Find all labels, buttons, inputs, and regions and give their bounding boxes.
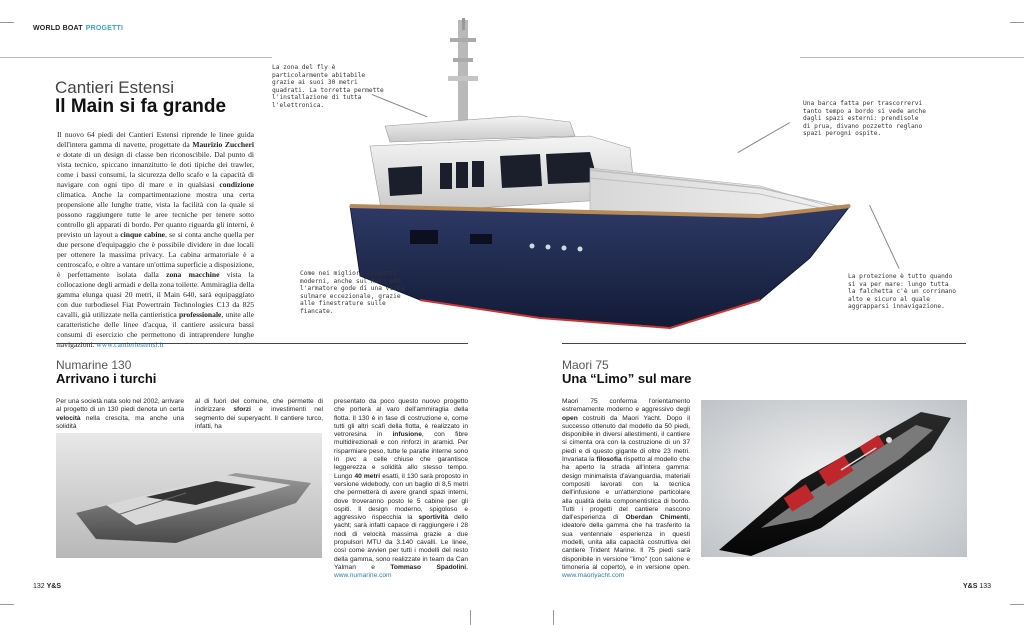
- top-rule-right: [800, 57, 1024, 58]
- bold-run: condizione: [219, 180, 254, 189]
- maori-body: Maori 75 conferma l'orientamento estrema…: [562, 398, 690, 581]
- website-link[interactable]: www.maoriyacht.com: [562, 572, 625, 580]
- bold-run: 40 metri: [354, 472, 381, 480]
- crop-mark: [1010, 604, 1024, 605]
- bold-run: filosofia: [596, 456, 622, 464]
- brand-right: Y&S: [963, 583, 978, 590]
- page-number-left: 132: [33, 583, 45, 590]
- text-run: costruiti da Maori Yacht. Dopo il succes…: [562, 414, 690, 464]
- maori-75-photo: [701, 400, 967, 557]
- numarine-kicker: Numarine 130: [56, 358, 132, 372]
- folio-right: Y&S 133: [963, 583, 991, 590]
- bold-run: infusione: [392, 431, 422, 439]
- bold-run: sforzi: [233, 406, 251, 414]
- text-run: , se si conta anche quella per due perso…: [57, 230, 254, 279]
- text-run: , unite alle caratteristiche delle linee…: [57, 310, 254, 349]
- crop-mark: [470, 610, 471, 625]
- numarine-col3: presentato da poco questo nuovo progetto…: [334, 398, 468, 581]
- text-run: Per una società nata solo nel 2002, arri…: [56, 398, 184, 414]
- website-link[interactable]: www.cantieriestensi.it: [96, 340, 164, 349]
- bold-run: zona macchine: [166, 270, 220, 279]
- callout-rail: La protezione è tutto quando si va per m…: [848, 273, 957, 310]
- text-run: e dotate di un design di classe ben rico…: [57, 150, 254, 189]
- main-body: Il nuovo 64 piedi dei Cantieri Estensi r…: [57, 130, 254, 350]
- top-rule-left: [0, 57, 272, 58]
- bold-run: velocità: [56, 414, 81, 422]
- bold-run: cinque cabine: [120, 230, 166, 239]
- bold-run: Tommaso Spadolini: [390, 563, 467, 571]
- maori-kicker: Maori 75: [562, 358, 609, 372]
- text-run: , con fibre multidirezionali e con rinfo…: [334, 431, 468, 480]
- subsection-label: PROGETTI: [85, 25, 124, 32]
- maori-title: Una “Limo” sul mare: [562, 371, 692, 386]
- text-run: , ideatore della gamma che ha trasferito…: [562, 514, 691, 571]
- numarine-130-photo: [56, 433, 322, 558]
- text-run: al di fuori del comune, che permette di …: [195, 398, 323, 414]
- text-run: rispetto al modello che ha aperto la str…: [562, 456, 690, 522]
- numarine-title: Arrivano i turchi: [56, 371, 157, 386]
- text-run: Il nuovo 64 piedi dei Cantieri Estensi r…: [57, 130, 254, 149]
- text-run: .: [466, 563, 468, 571]
- text-run: presentato da poco questo nuovo progetto…: [334, 398, 468, 439]
- crop-mark: [1010, 22, 1024, 23]
- text-run: e investimenti nel segmento dei superyac…: [195, 406, 323, 430]
- bold-run: professionale: [178, 310, 222, 319]
- text-run: climatica. Anche la compartimentazione m…: [57, 190, 254, 239]
- yacht-main-640-illustration: [349, 18, 851, 330]
- main-kicker: Cantieri Estensi: [55, 78, 175, 97]
- callout-bow: Una barca fatta per trascorrervi tanto t…: [803, 100, 926, 137]
- website-link[interactable]: www.numarine.com: [334, 572, 392, 580]
- text-run: nella crescita, ma anche una solidità: [56, 414, 184, 430]
- text-run: Maori 75 conferma l'orientamento estrema…: [562, 398, 690, 414]
- section-rule-right: [562, 343, 966, 344]
- text-run: dello yacht; sarà infatti capace di ragg…: [334, 514, 469, 571]
- folio-left: 132 Y&S: [33, 583, 61, 590]
- section-label: WORLD BOAT: [33, 25, 83, 32]
- section-rule-left: [56, 343, 468, 344]
- bold-run: open: [562, 414, 578, 422]
- callout-leader-line: [869, 205, 900, 269]
- crop-mark: [553, 610, 554, 625]
- page-number-right: 133: [979, 583, 992, 590]
- numarine-col1: Per una società nata solo nel 2002, arri…: [56, 398, 184, 431]
- crop-mark: [0, 22, 14, 23]
- numarine-col2: al di fuori del comune, che permette di …: [195, 398, 323, 431]
- crop-mark: [0, 604, 14, 605]
- callout-fly: La zona del fly è particolarmente abitab…: [272, 64, 384, 109]
- text-run: vista la collocazione degli armadi e del…: [57, 270, 254, 319]
- brand-left: Y&S: [46, 583, 62, 590]
- bold-run: Maurizio Zuccheri: [192, 140, 254, 149]
- callout-hull: Come nei migliori progetti moderni, anch…: [300, 270, 405, 315]
- bold-run: Oberdan Chimenti: [625, 514, 689, 522]
- bold-run: sportività: [418, 514, 449, 522]
- main-title: Il Main si fa grande: [55, 96, 227, 117]
- text-run: esatti, il 130 sarà proposto in versione…: [334, 472, 468, 522]
